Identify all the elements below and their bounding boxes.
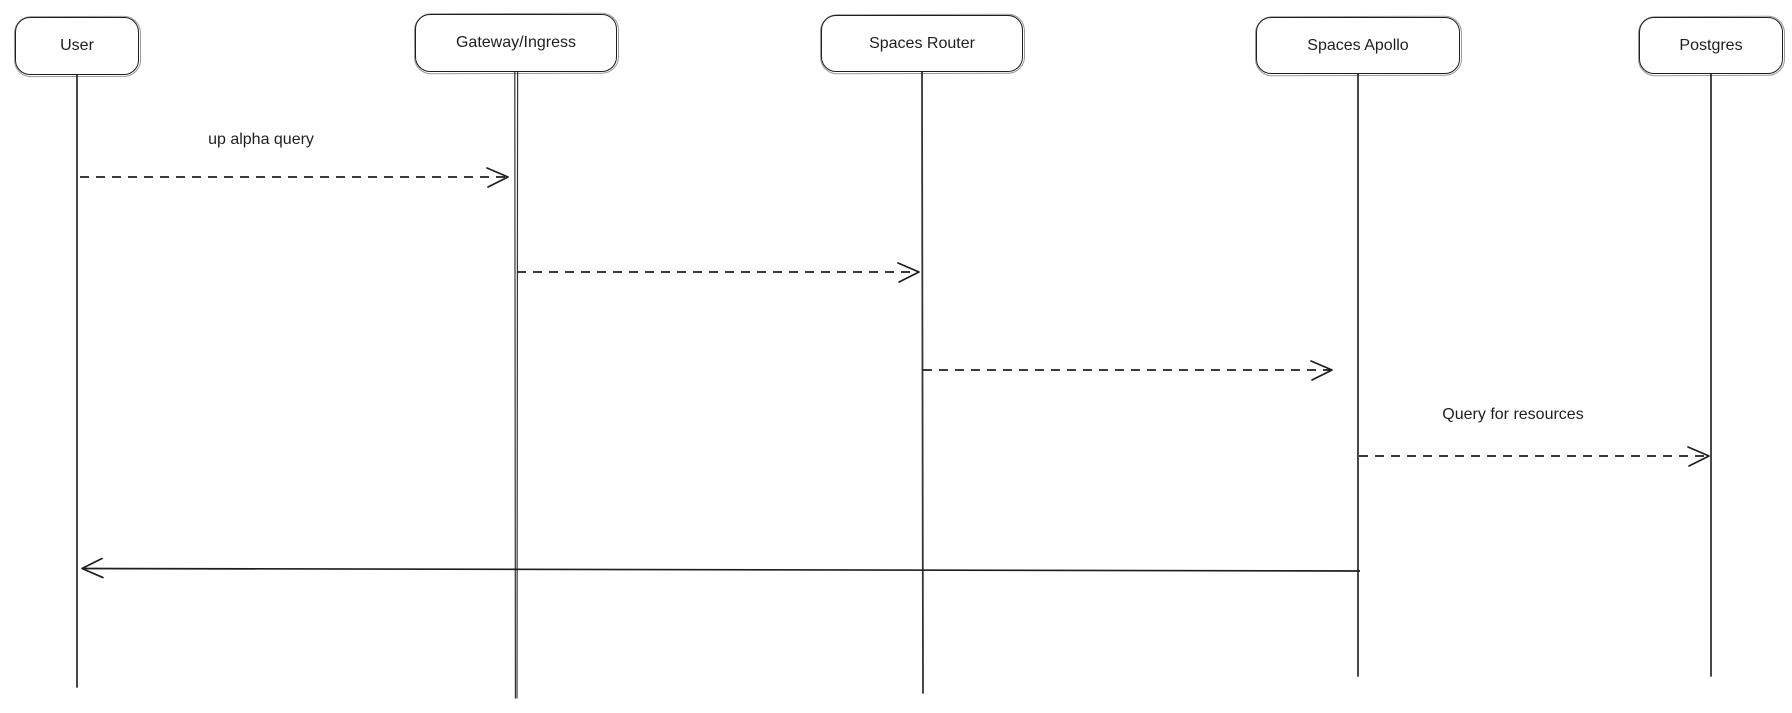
message-arrows xyxy=(80,167,1710,579)
message-label-up-alpha-query: up alpha query xyxy=(208,131,314,148)
actor-label-postgres: Postgres xyxy=(1679,36,1743,54)
lifeline-gateway-b xyxy=(516,71,519,699)
actor-box-user: User xyxy=(15,17,139,75)
actor-box-spaces-apollo: Spaces Apollo xyxy=(1256,17,1460,74)
lifeline-gateway-a xyxy=(514,71,517,699)
return-arrow-apollo-to-user xyxy=(81,557,1361,579)
actor-label-gateway-ingress: Gateway/Ingress xyxy=(455,34,577,51)
actor-box-postgres: Postgres xyxy=(1639,17,1783,74)
lifelines xyxy=(76,71,1712,699)
lifeline-spaces-router xyxy=(921,71,924,694)
actor-box-spaces-router: Spaces Router xyxy=(821,15,1023,72)
actor-box-gateway-ingress: Gateway/Ingress xyxy=(415,14,617,72)
message-label-query-for-resources: Query for resources xyxy=(1442,406,1584,423)
actor-label-user: User xyxy=(60,37,94,54)
actor-label-spaces-apollo: Spaces Apollo xyxy=(1307,36,1409,54)
actor-label-spaces-router: Spaces Router xyxy=(869,34,975,52)
